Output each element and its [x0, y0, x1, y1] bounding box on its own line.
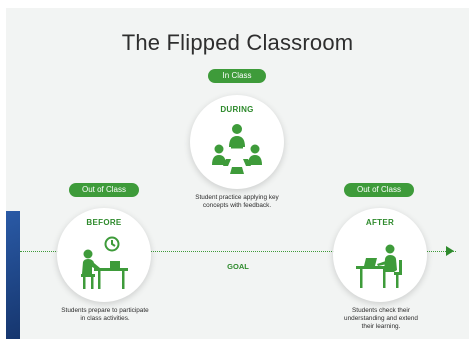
left-accent-stripe — [6, 211, 20, 339]
stage-during: DURING — [190, 95, 284, 189]
diagram-title: The Flipped Classroom — [121, 30, 354, 55]
description-line: concepts with feedback. — [202, 202, 272, 209]
pill-in-class: In Class — [208, 69, 266, 83]
description-line: Student practice applying key — [195, 194, 279, 201]
description-line: their learning. — [361, 323, 401, 330]
stage-after: AFTER — [333, 208, 427, 302]
description-before: Students prepare to participate in class… — [46, 307, 164, 323]
arrow-right-icon — [446, 246, 454, 256]
student-at-laptop-icon — [356, 244, 402, 288]
description-line: in class activities. — [80, 315, 130, 322]
description-after: Students check their understanding and e… — [322, 307, 440, 331]
description-line: understanding and extend — [344, 315, 418, 322]
pill-out-of-class-before: Out of Class — [69, 183, 139, 197]
goal-timeline-line — [20, 251, 456, 252]
stage-before: BEFORE — [57, 208, 151, 302]
stage-label-after: AFTER — [365, 218, 395, 227]
description-during: Student practice applying key concepts w… — [174, 194, 300, 210]
group-collaboration-icon — [212, 124, 262, 174]
flipped-classroom-slide: The Flipped Classroom GOAL In Class DURI… — [6, 8, 469, 339]
pill-out-of-class-after: Out of Class — [344, 183, 414, 197]
goal-label: GOAL — [227, 262, 249, 271]
stage-label-before: BEFORE — [86, 218, 122, 227]
description-line: Students prepare to participate — [61, 307, 149, 314]
student-at-desk-with-clock-icon — [81, 236, 128, 289]
stage-label-during: DURING — [220, 105, 254, 114]
description-line: Students check their — [352, 307, 410, 314]
